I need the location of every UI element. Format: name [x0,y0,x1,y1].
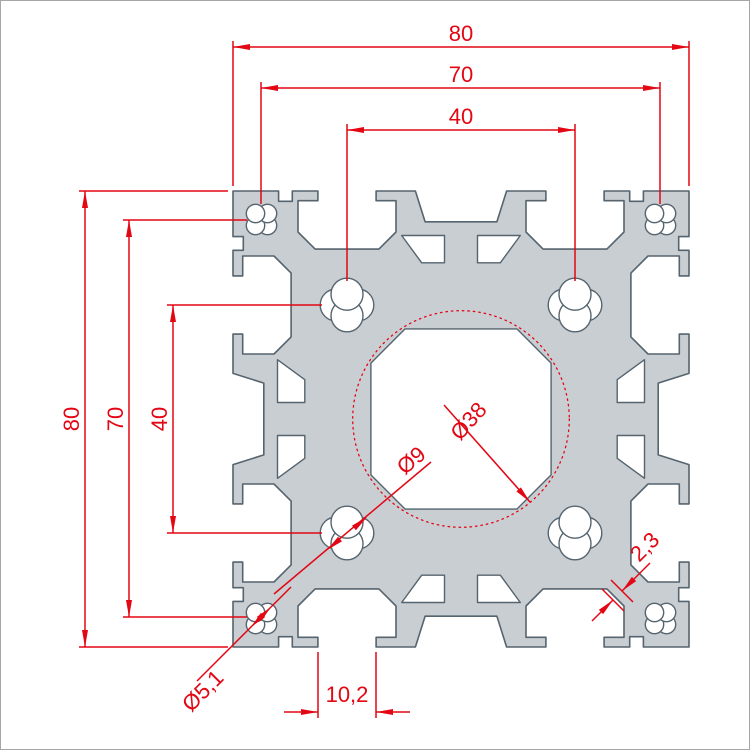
dim-label-slot-opening: 10,2 [326,682,369,707]
dim-label-width-70: 70 [449,62,473,87]
bore-reference-circle [352,310,570,528]
dim-label-height-80: 80 [59,407,84,431]
side-cavity [476,574,521,604]
dim-label-width-40: 40 [449,104,473,129]
dim-label-height-40: 40 [147,407,172,431]
side-cavity [616,359,646,404]
dim-label-corner-hole-diameter: Ø5,1 [177,665,228,716]
inner-screw-hole [547,277,603,333]
inner-screw-hole [319,277,375,333]
side-cavity [276,434,306,479]
side-cavity [276,359,306,404]
side-cavity [616,434,646,479]
side-cavity [476,234,521,264]
corner-screw-hole [644,602,677,635]
side-cavity [401,234,446,264]
dimension-lines [79,41,690,718]
dim-label-width-80: 80 [449,21,473,46]
inner-screw-hole [319,505,375,561]
corner-screw-hole [245,203,278,236]
side-cavity [401,574,446,604]
corner-screw-hole [644,203,677,236]
dim-label-height-70: 70 [103,407,128,431]
inner-screw-hole [547,505,603,561]
center-cavity [370,328,552,510]
